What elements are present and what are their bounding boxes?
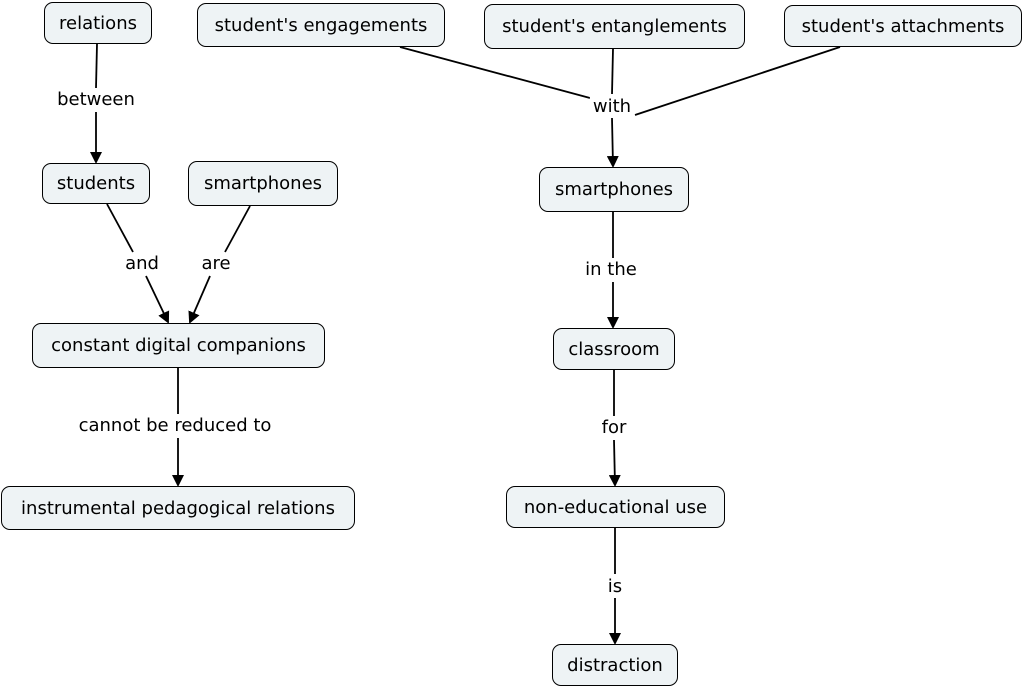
node-students-engagements[interactable]: student's engagements bbox=[197, 3, 445, 47]
node-constant-digital-companions[interactable]: constant digital companions bbox=[32, 323, 325, 368]
link-label-is: is bbox=[604, 576, 626, 598]
node-students-attachments[interactable]: student's attachments bbox=[784, 5, 1022, 47]
edge-with-smartphones bbox=[606, 117, 619, 168]
link-label-in-the: in the bbox=[582, 259, 640, 281]
edge-entanglements-with bbox=[611, 48, 614, 95]
node-smartphones-right[interactable]: smartphones bbox=[539, 167, 689, 212]
edge-relations-between bbox=[95, 43, 98, 89]
edge-for-noneducational bbox=[608, 439, 621, 487]
link-label-and: and bbox=[122, 253, 162, 275]
edge-smartphones-are bbox=[224, 205, 251, 253]
node-non-educational-use[interactable]: non-educational use bbox=[506, 486, 725, 528]
edge-attachments-with bbox=[634, 46, 841, 116]
node-smartphones-left[interactable]: smartphones bbox=[188, 161, 338, 206]
link-label-between: between bbox=[54, 89, 138, 111]
edge-engagements-with bbox=[399, 46, 591, 99]
node-instrumental-pedagogical-relations[interactable]: instrumental pedagogical relations bbox=[1, 486, 355, 530]
link-label-cannot-be-reduced-to: cannot be reduced to bbox=[75, 415, 275, 437]
node-relations[interactable]: relations bbox=[44, 2, 152, 44]
edge-are-companions bbox=[188, 275, 211, 324]
node-students[interactable]: students bbox=[42, 163, 150, 204]
link-label-with: with bbox=[589, 96, 635, 118]
link-label-for: for bbox=[598, 417, 630, 439]
node-students-entanglements[interactable]: student's entanglements bbox=[484, 4, 745, 49]
node-distraction[interactable]: distraction bbox=[552, 644, 678, 686]
edge-and-companions bbox=[145, 275, 170, 324]
node-classroom[interactable]: classroom bbox=[553, 328, 675, 370]
link-label-are: are bbox=[198, 253, 234, 275]
edge-students-and bbox=[106, 203, 134, 253]
